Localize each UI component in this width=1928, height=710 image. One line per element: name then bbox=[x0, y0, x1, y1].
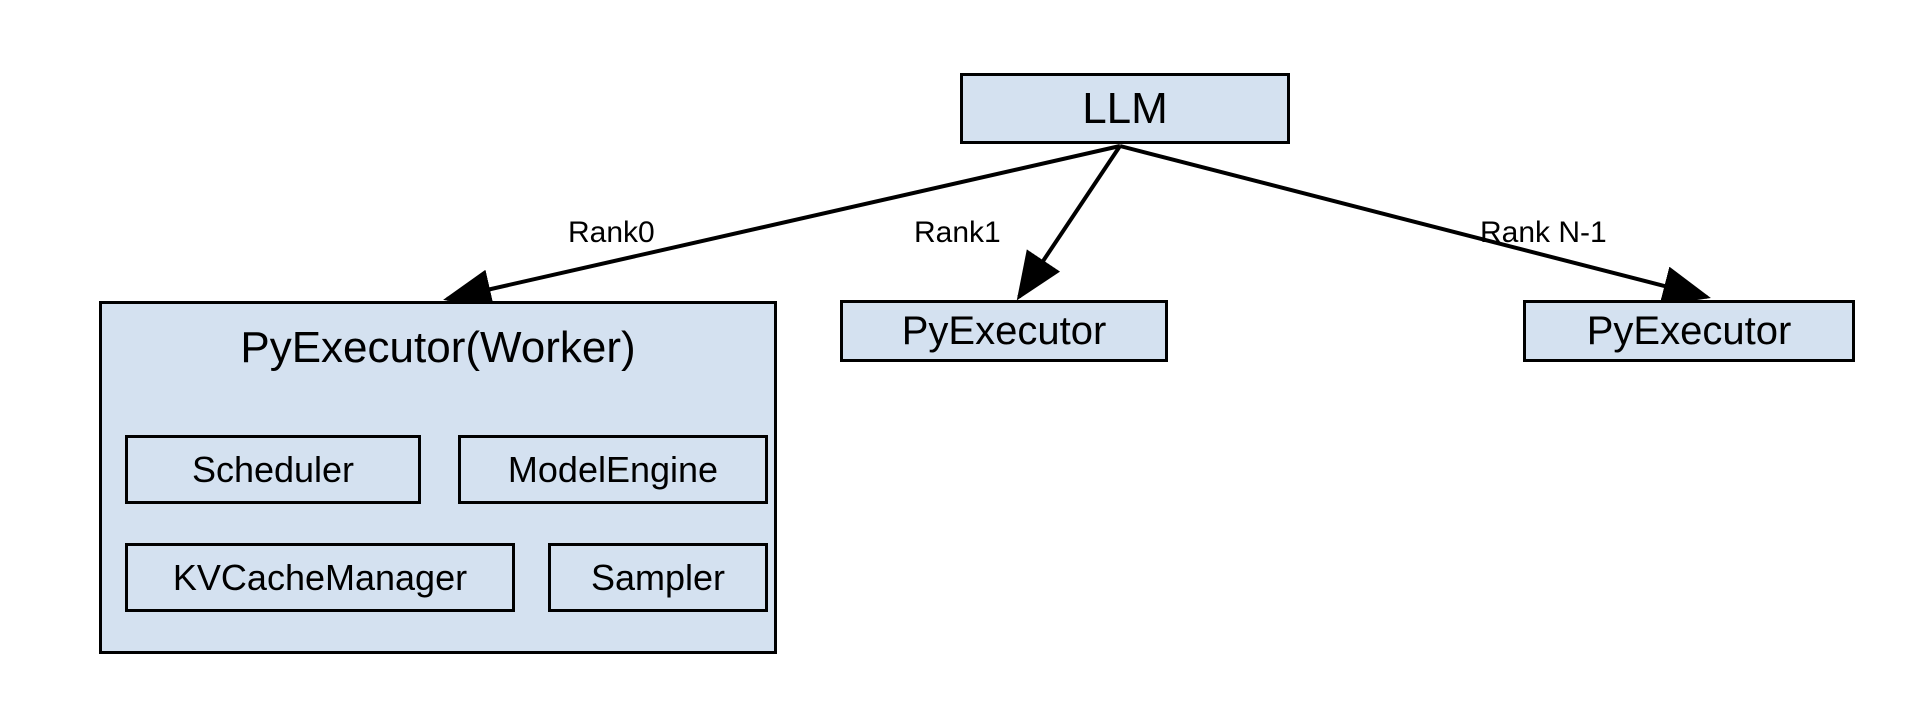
edge-label-rank-n-1: Rank N-1 bbox=[1480, 216, 1607, 249]
node-pyexecutor-rank1[interactable]: PyExecutor bbox=[840, 300, 1168, 362]
group-pyexecutor-worker[interactable]: PyExecutor(Worker) Scheduler ModelEngine… bbox=[99, 301, 777, 654]
node-llm[interactable]: LLM bbox=[960, 73, 1290, 144]
node-scheduler[interactable]: Scheduler bbox=[125, 435, 421, 504]
node-model-engine[interactable]: ModelEngine bbox=[458, 435, 768, 504]
node-pyexecutor-rank1-label: PyExecutor bbox=[901, 309, 1107, 353]
node-sampler-label: Sampler bbox=[590, 556, 726, 598]
node-model-engine-label: ModelEngine bbox=[507, 448, 719, 490]
group-pyexecutor-worker-title: PyExecutor(Worker) bbox=[102, 326, 774, 370]
node-kv-cache-manager-label: KVCacheManager bbox=[172, 556, 468, 598]
group-pyexecutor-worker-label: PyExecutor(Worker) bbox=[240, 323, 636, 372]
edge-label-rank1: Rank1 bbox=[914, 216, 1001, 249]
node-pyexecutor-rank-n-1-label: PyExecutor bbox=[1586, 309, 1792, 353]
edge-llm-to-pyexecutor-rankn bbox=[1119, 144, 1711, 306]
node-sampler[interactable]: Sampler bbox=[548, 543, 768, 612]
node-kv-cache-manager[interactable]: KVCacheManager bbox=[125, 543, 515, 612]
node-llm-label: LLM bbox=[1082, 83, 1168, 133]
edge-llm-to-worker bbox=[443, 144, 1121, 309]
edge-label-rank0: Rank0 bbox=[568, 216, 655, 249]
node-scheduler-label: Scheduler bbox=[191, 448, 355, 490]
edge-llm-to-pyexecutor-rank1 bbox=[1016, 144, 1122, 301]
node-pyexecutor-rank-n-1[interactable]: PyExecutor bbox=[1523, 300, 1855, 362]
